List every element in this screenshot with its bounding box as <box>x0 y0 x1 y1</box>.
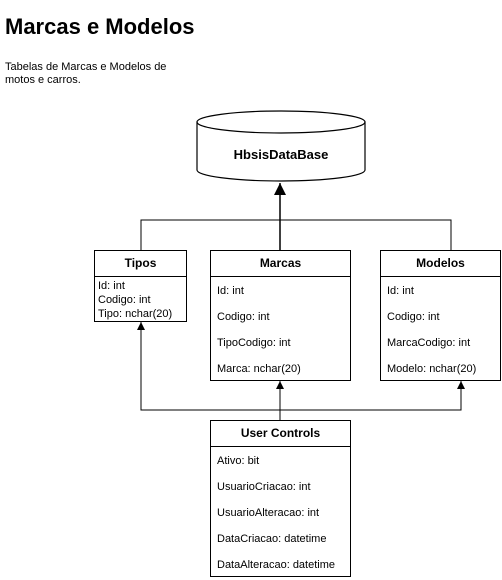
table-tipos[interactable]: Tipos Id: int Codigo: int Tipo: nchar(20… <box>94 250 187 322</box>
field-row: Codigo: int <box>217 311 270 323</box>
database-cylinder[interactable] <box>196 110 366 182</box>
field-row: MarcaCodigo: int <box>387 337 471 349</box>
field-row: TipoCodigo: int <box>217 337 291 349</box>
usercontrols-to-tipos-arrow <box>137 322 280 411</box>
field-row: Id: int <box>217 285 244 297</box>
field-row: Id: int <box>387 285 414 297</box>
diagram-title: Marcas e Modelos <box>5 14 195 39</box>
field-row: DataAlteracao: datetime <box>217 559 336 571</box>
tipos-to-db-connector <box>140 219 452 250</box>
table-modelos-title: Modelos <box>381 251 500 277</box>
field-row: UsuarioCriacao: int <box>217 481 311 493</box>
usercontrols-to-modelos-arrow <box>280 381 465 411</box>
field-row: UsuarioAlteracao: int <box>217 507 320 519</box>
table-user-controls-title: User Controls <box>211 421 350 447</box>
field-row: Codigo: int <box>387 311 440 323</box>
field-row: Marca: nchar(20) <box>217 363 301 375</box>
table-user-controls[interactable]: User Controls Ativo: bit UsuarioCriacao:… <box>210 420 351 577</box>
field-row: DataCriacao: datetime <box>217 533 327 545</box>
field-row: Tipo: nchar(20) <box>98 308 173 320</box>
field-row: Id: int <box>98 280 125 292</box>
field-row: Modelo: nchar(20) <box>387 363 477 375</box>
database-label: HbsisDataBase <box>233 147 329 162</box>
table-marcas-title: Marcas <box>211 251 350 277</box>
table-marcas[interactable]: Marcas Id: int Codigo: int TipoCodigo: i… <box>210 250 351 381</box>
field-row: Ativo: bit <box>217 455 260 467</box>
field-row: Codigo: int <box>98 294 151 306</box>
diagram-description: Tabelas de Marcas e Modelos de motos e c… <box>5 61 167 86</box>
table-modelos[interactable]: Modelos Id: int Codigo: int MarcaCodigo:… <box>380 250 501 381</box>
table-tipos-title: Tipos <box>95 251 186 277</box>
